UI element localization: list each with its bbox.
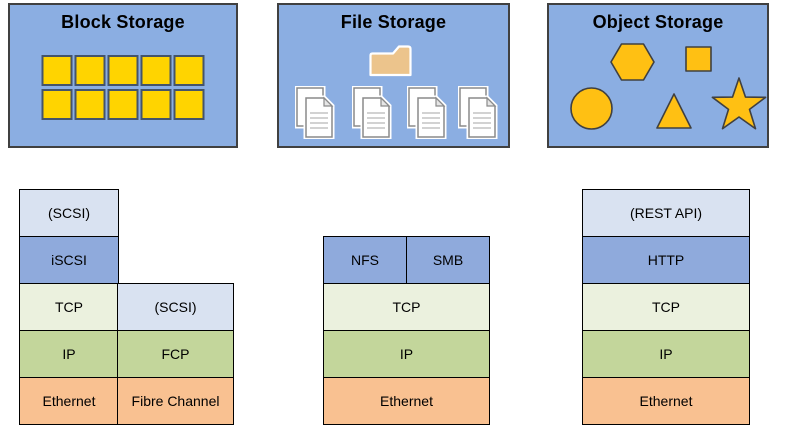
layer-ip: IP (324, 330, 489, 377)
layer-ethernet: Ethernet (324, 377, 489, 424)
block-protocol-stack-fibre-channel: (SCSI) FCP Fibre Channel (117, 283, 234, 425)
layer-scsi: (SCSI) (20, 190, 118, 236)
block-square-icon (173, 89, 205, 120)
layer-tcp: TCP (324, 283, 489, 330)
block-square-icon (140, 89, 172, 120)
layer-ip: IP (20, 330, 118, 377)
square-icon (685, 46, 712, 72)
layer-ethernet: Ethernet (20, 377, 118, 424)
layer-nfs-smb-row: NFS SMB (324, 237, 489, 283)
layer-fcp: FCP (118, 330, 233, 377)
layer-tcp: TCP (583, 283, 749, 330)
layer-nfs: NFS (324, 237, 406, 283)
documents-icon (352, 86, 392, 139)
block-square-icon (41, 89, 73, 120)
object-storage-title: Object Storage (592, 12, 724, 32)
block-storage-title: Block Storage (61, 12, 185, 32)
block-protocol-stack-iscsi: (SCSI) iSCSI TCP IP Ethernet (19, 189, 119, 425)
block-square-icon (41, 55, 73, 86)
layer-rest-api: (REST API) (583, 190, 749, 236)
block-square-icon (140, 55, 172, 86)
block-square-icon (107, 55, 139, 86)
documents-icon (407, 86, 447, 139)
layer-tcp: TCP (20, 283, 118, 330)
block-square-icon (107, 89, 139, 120)
layer-scsi: (SCSI) (118, 284, 233, 330)
file-storage-box: File Storage (277, 3, 510, 148)
object-shapes-icon (570, 43, 767, 130)
block-square-icon (74, 55, 106, 86)
file-protocol-stack: NFS SMB TCP IP Ethernet (323, 236, 490, 425)
block-square-icon (74, 89, 106, 120)
layer-http: HTTP (583, 236, 749, 283)
documents-icon (295, 86, 335, 139)
block-square-icon (173, 55, 205, 86)
layer-fibre-channel: Fibre Channel (118, 377, 233, 424)
star-icon (711, 77, 767, 130)
block-grid-icon (41, 55, 205, 120)
folder-icon (369, 45, 412, 77)
circle-icon (570, 87, 613, 130)
layer-ethernet: Ethernet (583, 377, 749, 424)
layer-smb: SMB (406, 237, 489, 283)
file-storage-title: File Storage (340, 12, 447, 32)
object-storage-box: Object Storage (547, 3, 769, 148)
block-storage-box: Block Storage (8, 3, 238, 148)
hexagon-icon (610, 43, 655, 81)
object-protocol-stack: (REST API) HTTP TCP IP Ethernet (582, 189, 750, 425)
layer-iscsi: iSCSI (20, 236, 118, 283)
triangle-icon (656, 93, 692, 129)
documents-icon (458, 86, 498, 139)
layer-ip: IP (583, 330, 749, 377)
